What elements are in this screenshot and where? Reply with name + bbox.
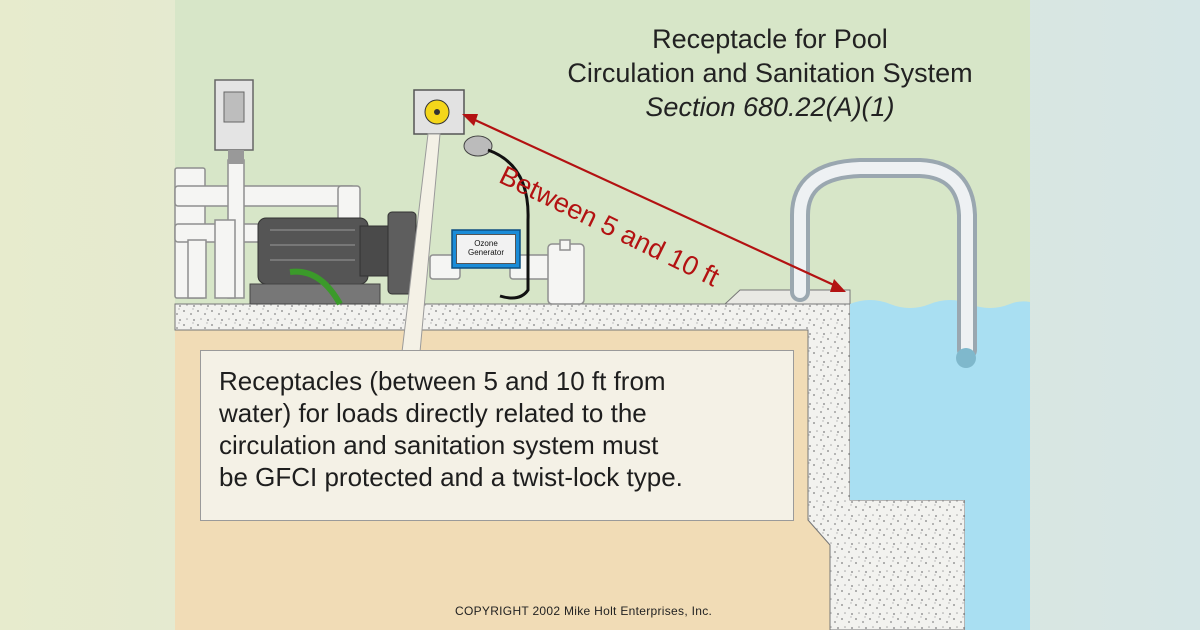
pvc-piping <box>174 159 585 305</box>
twist-lock-plug <box>463 135 530 300</box>
diagram-title-line2: Circulation and Sanitation System <box>567 58 973 88</box>
disconnect-switch <box>214 79 254 164</box>
gfci-receptacle <box>413 89 465 135</box>
callout-line-4: be GFCI protected and a twist-lock type. <box>219 462 683 492</box>
copyright-notice: COPYRIGHT 2002 Mike Holt Enterprises, In… <box>455 604 713 618</box>
pool-coping <box>723 289 851 305</box>
ozone-label-line1: Ozone <box>474 239 498 248</box>
callout-line-1: Receptacles (between 5 and 10 ft from <box>219 366 666 396</box>
pump-motor <box>249 211 417 306</box>
distance-arrow <box>462 114 846 292</box>
pool-water <box>850 300 1030 630</box>
diagram-title-line1: Receptacle for Pool <box>652 24 888 54</box>
handrail-anchor <box>956 348 976 368</box>
ozone-generator-label: Ozone Generator <box>456 234 516 264</box>
diagram-code-section: Section 680.22(A)(1) <box>645 92 895 122</box>
callout-line-3: circulation and sanitation system must <box>219 430 659 460</box>
ozone-label-line2: Generator <box>467 248 505 257</box>
callout-line-2: water) for loads directly related to the <box>219 398 647 428</box>
callout-box: Receptacles (between 5 and 10 ft from wa… <box>200 350 794 521</box>
pool-handrail-highlight <box>794 162 973 356</box>
